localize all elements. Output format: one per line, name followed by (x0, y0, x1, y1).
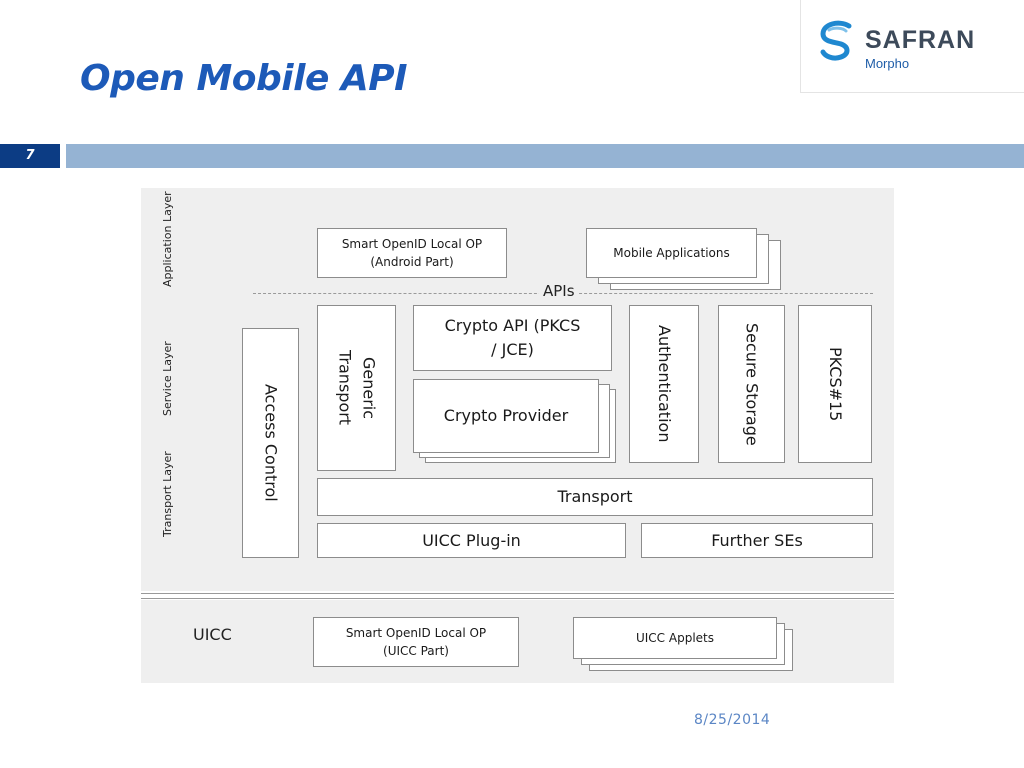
application-layer-label: Application Layer (161, 191, 174, 287)
crypto-api-label: Crypto API (PKCS / JCE) (444, 316, 581, 359)
smart-openid-uicc-box: Smart OpenID Local OP (UICC Part) (313, 617, 519, 667)
slide-number: 7 (0, 144, 60, 168)
pkcs15-box: PKCS#15 (798, 305, 872, 463)
uicc-label: UICC (193, 625, 232, 644)
uicc-applets-box: UICC Applets (573, 617, 777, 659)
access-control-box: Access Control (242, 328, 299, 558)
mobile-applications-stack: Mobile Applications (586, 228, 781, 290)
logo-brand-text: SAFRAN (865, 26, 976, 54)
transport-layer-label: Transport Layer (161, 451, 174, 537)
mobile-applications-box: Mobile Applications (586, 228, 757, 278)
safran-logo-icon (820, 20, 852, 61)
slide-title: Open Mobile API (80, 58, 408, 99)
slide-date: 8/25/2014 (694, 712, 771, 728)
header-band (66, 144, 1024, 168)
crypto-api-box: Crypto API (PKCS / JCE) (413, 305, 612, 371)
access-control-label: Access Control (261, 384, 281, 502)
generic-transport-box: Generic Transport (317, 305, 396, 471)
safran-logo: SAFRAN Morpho (800, 0, 1024, 93)
further-ses-box: Further SEs (641, 523, 873, 558)
secure-storage-box: Secure Storage (718, 305, 785, 463)
separator-line (141, 598, 894, 599)
authentication-box: Authentication (629, 305, 699, 463)
uicc-plugin-box: UICC Plug-in (317, 523, 626, 558)
uicc-plugin-label: UICC Plug-in (422, 530, 521, 550)
pkcs15-label: PKCS#15 (826, 346, 845, 422)
transport-label: Transport (557, 487, 633, 506)
mobile-applications-label: Mobile Applications (613, 246, 730, 260)
further-ses-label: Further SEs (711, 530, 803, 550)
crypto-provider-box: Crypto Provider (413, 379, 599, 453)
logo-sub-text: Morpho (865, 56, 910, 71)
transport-box: Transport (317, 478, 873, 516)
architecture-diagram: Application Layer Service Layer Transpor… (141, 188, 894, 683)
smart-openid-android-box: Smart OpenID Local OP (Android Part) (317, 228, 507, 278)
secure-storage-label: Secure Storage (742, 322, 762, 446)
apis-label: APIs (539, 282, 579, 300)
uicc-applets-label: UICC Applets (635, 631, 714, 645)
uicc-applets-stack: UICC Applets (573, 617, 795, 671)
crypto-provider-label: Crypto Provider (443, 406, 569, 425)
service-layer-label: Service Layer (161, 341, 174, 416)
authentication-label: Authentication (655, 325, 674, 443)
smart-openid-android-label: Smart OpenID Local OP (Android Part) (341, 237, 483, 269)
crypto-provider-stack: Crypto Provider (413, 379, 616, 463)
generic-transport-label: Generic Transport (335, 350, 379, 426)
smart-openid-uicc-label: Smart OpenID Local OP (UICC Part) (345, 626, 487, 658)
separator-line (141, 593, 894, 594)
